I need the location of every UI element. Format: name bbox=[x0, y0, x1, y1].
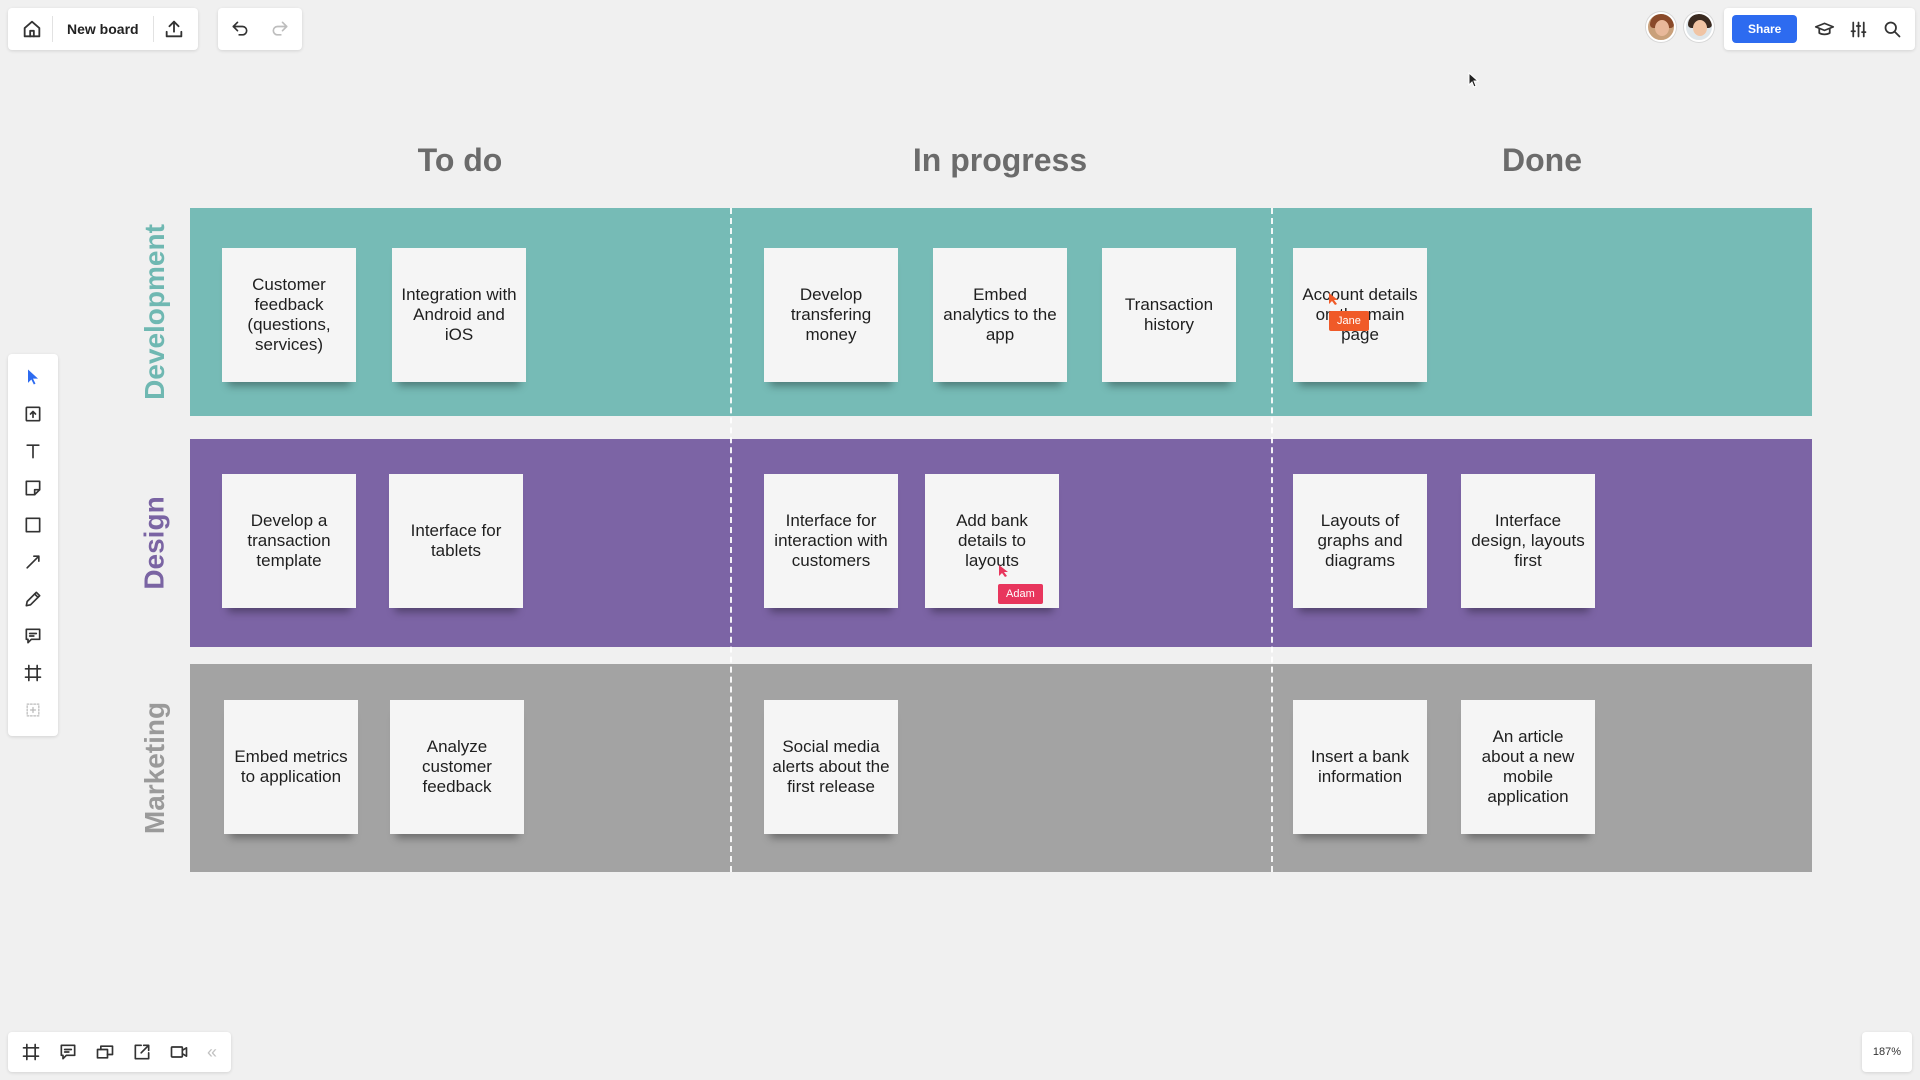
sticky-note[interactable]: Interface for interaction with customers bbox=[764, 474, 898, 608]
lane-label-development: Development bbox=[125, 208, 185, 416]
sticky-note[interactable]: Interface for tablets bbox=[389, 474, 523, 608]
avatar[interactable] bbox=[1646, 12, 1676, 42]
sticky-note[interactable]: Analyze customer feedback bbox=[390, 700, 524, 834]
divider bbox=[52, 16, 53, 42]
collaborator-avatars bbox=[1646, 12, 1714, 42]
sticky-note[interactable]: Transaction history bbox=[1102, 248, 1236, 382]
column-header-done: Done bbox=[1502, 142, 1582, 178]
share-button[interactable]: Share bbox=[1732, 15, 1798, 43]
frames-icon[interactable] bbox=[12, 1032, 49, 1072]
lane-label-text: Design bbox=[139, 496, 171, 590]
share-screen-icon[interactable] bbox=[123, 1032, 160, 1072]
line-icon[interactable] bbox=[11, 543, 55, 580]
sticky-note[interactable]: Develop transfering money bbox=[764, 248, 898, 382]
board-name[interactable]: New board bbox=[67, 21, 139, 37]
lane-label-marketing: Marketing bbox=[125, 664, 185, 872]
sticky-note[interactable]: Insert a bank information bbox=[1293, 700, 1427, 834]
collaborator-cursor-icon bbox=[1329, 293, 1338, 305]
sticky-note[interactable]: Add bank details to layouts bbox=[925, 474, 1059, 608]
sticky-note-icon[interactable] bbox=[11, 469, 55, 506]
text-icon[interactable] bbox=[11, 432, 55, 469]
column-divider bbox=[730, 208, 732, 872]
collaborator-cursor-icon bbox=[999, 565, 1008, 577]
upload-icon[interactable] bbox=[154, 9, 194, 49]
sticky-note[interactable]: Develop a transaction template bbox=[222, 474, 356, 608]
divider bbox=[152, 16, 154, 42]
sticky-note[interactable]: Interface design, layouts first bbox=[1461, 474, 1595, 608]
search-icon[interactable] bbox=[1875, 9, 1909, 49]
sticky-note[interactable]: Social media alerts about the first rele… bbox=[764, 700, 898, 834]
zoom-level[interactable]: 187% bbox=[1862, 1032, 1912, 1072]
cards-icon[interactable] bbox=[86, 1032, 123, 1072]
undo-icon[interactable] bbox=[220, 9, 260, 49]
video-icon[interactable] bbox=[160, 1032, 197, 1072]
undo-redo-panel bbox=[218, 8, 302, 50]
home-icon[interactable] bbox=[12, 9, 52, 49]
sticky-note[interactable]: Embed metrics to application bbox=[224, 700, 358, 834]
column-header-in-progress: In progress bbox=[912, 142, 1088, 178]
sticky-note[interactable]: An article about a new mobile applicatio… bbox=[1461, 700, 1595, 834]
more-tools-icon[interactable] bbox=[11, 691, 55, 728]
upload-frame-icon[interactable] bbox=[11, 395, 55, 432]
collapse-icon[interactable]: « bbox=[206, 1041, 217, 1062]
sticky-note[interactable]: Layouts of graphs and diagrams bbox=[1293, 474, 1427, 608]
pen-icon[interactable] bbox=[11, 580, 55, 617]
sticky-note[interactable]: Integration with Android and iOS bbox=[392, 248, 526, 382]
graduation-cap-icon[interactable] bbox=[1807, 9, 1841, 49]
column-divider bbox=[1271, 208, 1273, 872]
bottom-toolbar: « bbox=[8, 1032, 231, 1072]
lane-label-text: Development bbox=[139, 224, 171, 400]
avatar[interactable] bbox=[1684, 12, 1714, 42]
column-header-todo: To do bbox=[417, 142, 503, 178]
redo-icon[interactable] bbox=[260, 9, 300, 49]
select-pointer-icon[interactable] bbox=[11, 358, 55, 395]
top-left-toolbar: New board bbox=[8, 8, 198, 50]
comments-icon[interactable] bbox=[49, 1032, 86, 1072]
comment-icon[interactable] bbox=[11, 617, 55, 654]
top-right-toolbar: Share bbox=[1724, 8, 1916, 50]
sticky-note[interactable]: Customer feedback (questions, services) bbox=[222, 248, 356, 382]
rectangle-icon[interactable] bbox=[11, 506, 55, 543]
sticky-note[interactable]: Embed analytics to the app bbox=[933, 248, 1067, 382]
lane-label-design: Design bbox=[125, 439, 185, 647]
lane-label-text: Marketing bbox=[139, 701, 170, 835]
left-toolbar bbox=[8, 354, 58, 736]
settings-sliders-icon[interactable] bbox=[1841, 9, 1875, 49]
collaborator-tag-jane: Jane bbox=[1329, 311, 1369, 331]
collaborator-tag-adam: Adam bbox=[998, 584, 1043, 604]
frame-icon[interactable] bbox=[11, 654, 55, 691]
mouse-cursor-icon bbox=[1468, 72, 1480, 88]
